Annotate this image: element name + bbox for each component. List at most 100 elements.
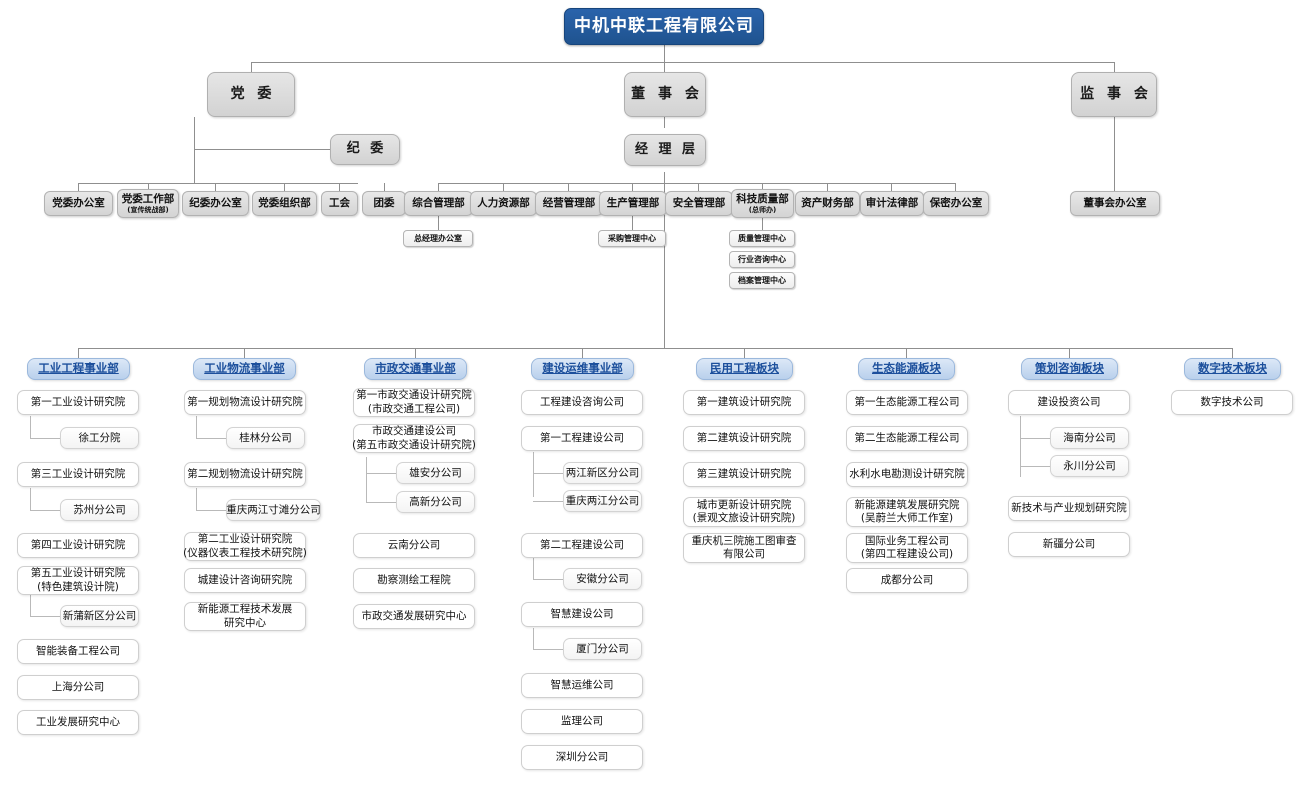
node-party-dept-4[interactable]: 党委组织部 bbox=[252, 191, 317, 216]
unit-c6-4[interactable]: 新能源建筑发展研究院 (吴蔚兰大师工作室) bbox=[846, 497, 968, 527]
node-party-dept-6[interactable]: 团委 bbox=[362, 191, 406, 216]
unit-c4-8[interactable]: 厦门分公司 bbox=[563, 638, 642, 660]
node-party-dept-3[interactable]: 纪委办公室 bbox=[182, 191, 249, 216]
unit-label: 徐工分院 bbox=[78, 431, 121, 444]
unit-label-line2: (景观文旅设计研究院) bbox=[692, 512, 796, 524]
section-header-6[interactable]: 生态能源板块 bbox=[858, 358, 955, 380]
section-header-3[interactable]: 市政交通事业部 bbox=[364, 358, 467, 380]
unit-c5-4[interactable]: 城市更新设计研究院 (景观文旅设计研究院) bbox=[683, 497, 805, 527]
section-header-8[interactable]: 数字技术板块 bbox=[1184, 358, 1281, 380]
node-discipline-committee[interactable]: 纪 委 bbox=[330, 134, 400, 165]
unit-c5-5[interactable]: 重庆机三院施工图审查 有限公司 bbox=[683, 533, 805, 563]
unit-c4-9[interactable]: 智慧运维公司 bbox=[521, 673, 643, 698]
unit-c4-7[interactable]: 智慧建设公司 bbox=[521, 602, 643, 627]
node-board-of-directors[interactable]: 董 事 会 bbox=[624, 72, 706, 117]
unit-c1-3[interactable]: 第三工业设计研究院 bbox=[17, 462, 139, 487]
unit-c8-1[interactable]: 数字技术公司 bbox=[1171, 390, 1293, 415]
unit-c4-6[interactable]: 安徽分公司 bbox=[563, 568, 642, 590]
unit-c4-3[interactable]: 两江新区分公司 bbox=[563, 462, 642, 484]
unit-c4-1[interactable]: 工程建设咨询公司 bbox=[521, 390, 643, 415]
unit-c3-6[interactable]: 勘察测绘工程院 bbox=[353, 568, 475, 593]
node-mgmt-dept-3[interactable]: 经营管理部 bbox=[535, 191, 603, 216]
node-label: 团委 bbox=[373, 197, 395, 210]
unit-c5-3[interactable]: 第三建筑设计研究院 bbox=[683, 462, 805, 487]
node-center-general-manager-office[interactable]: 总经理办公室 bbox=[403, 230, 473, 247]
unit-label: 桂林分公司 bbox=[239, 431, 292, 444]
unit-c2-3[interactable]: 第二规划物流设计研究院 bbox=[184, 462, 306, 487]
unit-label: 第一工程建设公司 bbox=[540, 432, 624, 445]
section-header-1[interactable]: 工业工程事业部 bbox=[27, 358, 130, 380]
section-header-5[interactable]: 民用工程板块 bbox=[696, 358, 793, 380]
unit-c3-1[interactable]: 第一市政交通设计研究院 (市政交通工程公司) bbox=[353, 388, 475, 417]
unit-c1-2[interactable]: 徐工分院 bbox=[60, 427, 139, 449]
node-board-office[interactable]: 董事会办公室 bbox=[1070, 191, 1160, 216]
unit-c1-5[interactable]: 第四工业设计研究院 bbox=[17, 533, 139, 558]
unit-c6-1[interactable]: 第一生态能源工程公司 bbox=[846, 390, 968, 415]
unit-c3-5[interactable]: 云南分公司 bbox=[353, 533, 475, 558]
unit-c3-2[interactable]: 市政交通建设公司 (第五市政交通设计研究院) bbox=[352, 424, 476, 453]
unit-label: 市政交通建设公司 bbox=[372, 425, 456, 438]
unit-c1-1[interactable]: 第一工业设计研究院 bbox=[17, 390, 139, 415]
unit-c4-11[interactable]: 深圳分公司 bbox=[521, 745, 643, 770]
unit-c1-9[interactable]: 上海分公司 bbox=[17, 675, 139, 700]
unit-c4-10[interactable]: 监理公司 bbox=[521, 709, 643, 734]
unit-c7-4[interactable]: 新技术与产业规划研究院 bbox=[1008, 496, 1130, 521]
node-center-archives[interactable]: 档案管理中心 bbox=[729, 272, 795, 289]
section-header-4[interactable]: 建设运维事业部 bbox=[531, 358, 634, 380]
node-party-committee[interactable]: 党 委 bbox=[207, 72, 295, 117]
unit-c5-1[interactable]: 第一建筑设计研究院 bbox=[683, 390, 805, 415]
node-label: 党委工作部 bbox=[121, 192, 175, 205]
unit-c1-8[interactable]: 智能装备工程公司 bbox=[17, 639, 139, 664]
unit-c4-2[interactable]: 第一工程建设公司 bbox=[521, 426, 643, 451]
connector-party-dept-bus bbox=[78, 183, 358, 184]
node-mgmt-dept-8[interactable]: 审计法律部 bbox=[860, 191, 924, 216]
unit-c7-1[interactable]: 建设投资公司 bbox=[1008, 390, 1130, 415]
node-mgmt-dept-2[interactable]: 人力资源部 bbox=[470, 191, 537, 216]
connector-section-stub-5 bbox=[744, 348, 745, 358]
unit-c6-5[interactable]: 国际业务工程公司 (第四工程建设公司) bbox=[846, 533, 968, 563]
connector-mgmt-dept-2 bbox=[503, 183, 504, 191]
unit-c2-7[interactable]: 新能源工程技术发展 研究中心 bbox=[184, 602, 306, 631]
unit-c6-6[interactable]: 成都分公司 bbox=[846, 568, 968, 593]
root-node[interactable]: 中机中联工程有限公司 bbox=[564, 8, 764, 45]
node-mgmt-dept-6[interactable]: 科技质量部 (总师办) bbox=[731, 189, 794, 218]
unit-c7-3[interactable]: 永川分公司 bbox=[1050, 455, 1129, 477]
unit-c2-5[interactable]: 第二工业设计研究院 (仪器仪表工程技术研究院) bbox=[183, 532, 307, 561]
node-party-dept-5[interactable]: 工会 bbox=[321, 191, 358, 216]
node-center-procurement[interactable]: 采购管理中心 bbox=[598, 230, 666, 247]
node-label: 综合管理部 bbox=[412, 197, 465, 210]
section-header-7[interactable]: 策划咨询板块 bbox=[1021, 358, 1118, 380]
connector-section-stub-4 bbox=[582, 348, 583, 358]
node-management-layer[interactable]: 经 理 层 bbox=[624, 134, 706, 166]
unit-label: 勘察测绘工程院 bbox=[377, 574, 451, 587]
node-mgmt-dept-9[interactable]: 保密办公室 bbox=[923, 191, 989, 216]
node-center-industry-consulting[interactable]: 行业咨询中心 bbox=[729, 251, 795, 268]
unit-c4-4[interactable]: 重庆两江分公司 bbox=[563, 490, 642, 512]
unit-c6-3[interactable]: 水利水电勘测设计研究院 bbox=[846, 462, 968, 487]
node-mgmt-dept-4[interactable]: 生产管理部 bbox=[599, 191, 667, 216]
unit-c2-4[interactable]: 重庆两江寸滩分公司 bbox=[226, 499, 321, 521]
unit-c6-2[interactable]: 第二生态能源工程公司 bbox=[846, 426, 968, 451]
unit-c1-6[interactable]: 第五工业设计研究院 (特色建筑设计院) bbox=[17, 566, 139, 595]
unit-c3-4[interactable]: 高新分公司 bbox=[396, 491, 475, 513]
unit-c3-3[interactable]: 雄安分公司 bbox=[396, 462, 475, 484]
unit-c2-2[interactable]: 桂林分公司 bbox=[226, 427, 305, 449]
unit-c2-1[interactable]: 第一规划物流设计研究院 bbox=[184, 390, 306, 415]
node-mgmt-dept-5[interactable]: 安全管理部 bbox=[665, 191, 733, 216]
node-mgmt-dept-7[interactable]: 资产财务部 bbox=[795, 191, 860, 216]
unit-c3-7[interactable]: 市政交通发展研究中心 bbox=[353, 604, 475, 629]
unit-c1-7[interactable]: 新蒲新区分公司 bbox=[60, 605, 139, 627]
node-party-dept-1[interactable]: 党委办公室 bbox=[44, 191, 113, 216]
unit-c4-5[interactable]: 第二工程建设公司 bbox=[521, 533, 643, 558]
section-header-2[interactable]: 工业物流事业部 bbox=[193, 358, 296, 380]
node-center-quality[interactable]: 质量管理中心 bbox=[729, 230, 795, 247]
unit-c2-6[interactable]: 城建设计咨询研究院 bbox=[184, 568, 306, 593]
node-supervisory-board[interactable]: 监 事 会 bbox=[1071, 72, 1157, 117]
node-party-dept-2[interactable]: 党委工作部 (宣传统战部) bbox=[117, 189, 179, 218]
unit-c1-10[interactable]: 工业发展研究中心 bbox=[17, 710, 139, 735]
unit-c5-2[interactable]: 第二建筑设计研究院 bbox=[683, 426, 805, 451]
unit-c1-4[interactable]: 苏州分公司 bbox=[60, 499, 139, 521]
node-mgmt-dept-1[interactable]: 综合管理部 bbox=[404, 191, 473, 216]
unit-c7-2[interactable]: 海南分公司 bbox=[1050, 427, 1129, 449]
unit-c7-5[interactable]: 新疆分公司 bbox=[1008, 532, 1130, 557]
